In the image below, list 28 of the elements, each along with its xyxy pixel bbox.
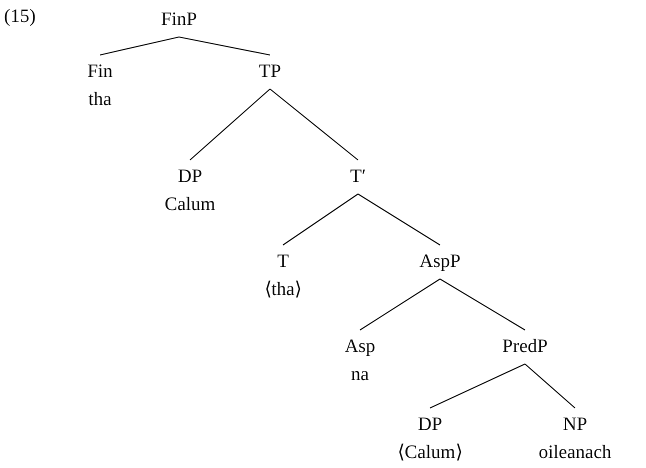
category-label: FinP <box>161 8 197 32</box>
category-label: T′ <box>350 165 366 189</box>
category-label: DP <box>176 165 204 189</box>
category-label: Fin <box>87 60 113 84</box>
tree-branch <box>440 278 526 330</box>
word-label: ⟨Calum⟩ <box>398 441 462 465</box>
word-label: oileanach <box>538 441 612 465</box>
category-label: T <box>276 250 290 274</box>
tree-branch <box>360 278 440 330</box>
category-label: DP <box>416 413 444 437</box>
example-number: (15) <box>4 6 36 28</box>
tree-branch <box>282 194 358 246</box>
tree-branch <box>358 194 440 246</box>
category-label: AspP <box>419 250 461 274</box>
category-label: NP <box>562 413 588 437</box>
category-label: Asp <box>344 335 376 359</box>
word-label: tha <box>87 88 113 112</box>
word-label: ⟨tha⟩ <box>264 278 302 302</box>
tree-branch <box>430 364 526 408</box>
word-label: Calum <box>164 193 216 217</box>
category-label: PredP <box>502 335 548 359</box>
category-label: TP <box>258 60 282 84</box>
tree-branch <box>270 88 358 160</box>
tree-branch <box>524 364 576 408</box>
tree-branch <box>190 88 270 160</box>
tree-branch <box>178 36 270 56</box>
word-label: na <box>350 363 370 387</box>
tree-branch <box>100 36 180 56</box>
